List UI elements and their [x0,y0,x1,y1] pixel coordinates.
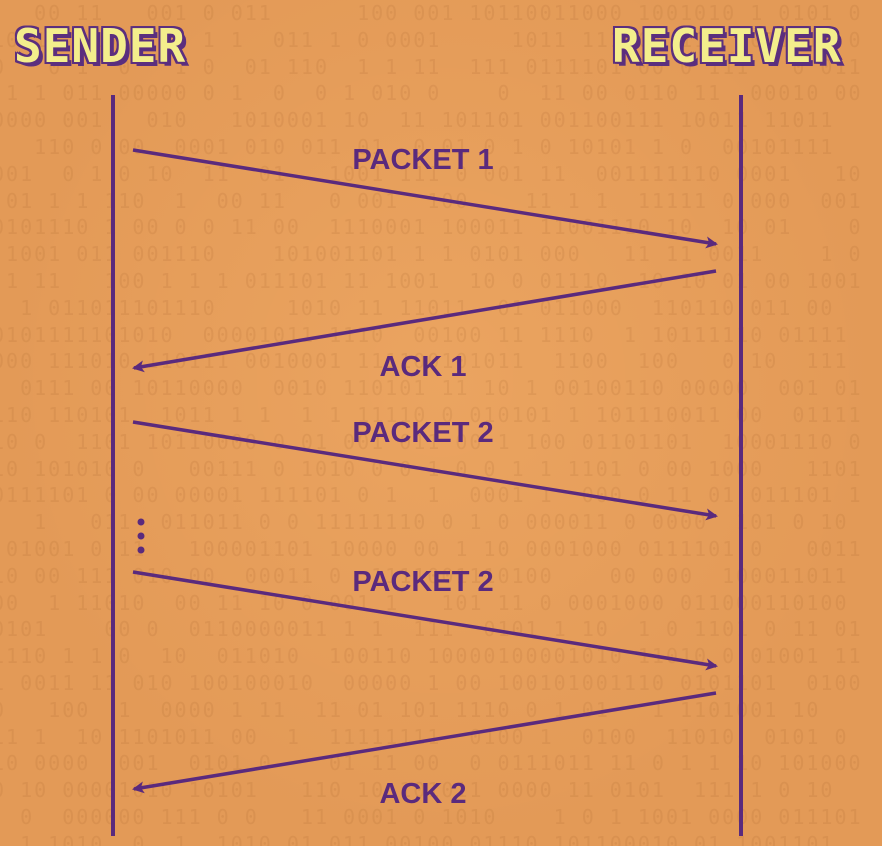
packet-2-retransmit-arrow [132,570,718,671]
receiver-title: RECEIVER [612,19,842,73]
message-label-ack-1: ACK 1 [379,351,467,383]
ellipsis-dot [137,532,145,540]
ellipsis-dot [137,518,145,526]
message-label-ack-2: ACK 2 [379,778,467,810]
message-label-packet-2: PACKET 2 [352,417,494,449]
ack-2-arrow [132,691,717,794]
message-label-packet-2-retransmit: PACKET 2 [352,566,494,598]
packet-2-arrow [132,420,718,521]
ack-1-arrow [132,269,717,373]
message-label-packet-1: PACKET 1 [352,144,494,176]
sender-title: SENDER [14,19,187,73]
packet-1-arrow [132,148,718,249]
ellipsis-dot [137,546,145,554]
